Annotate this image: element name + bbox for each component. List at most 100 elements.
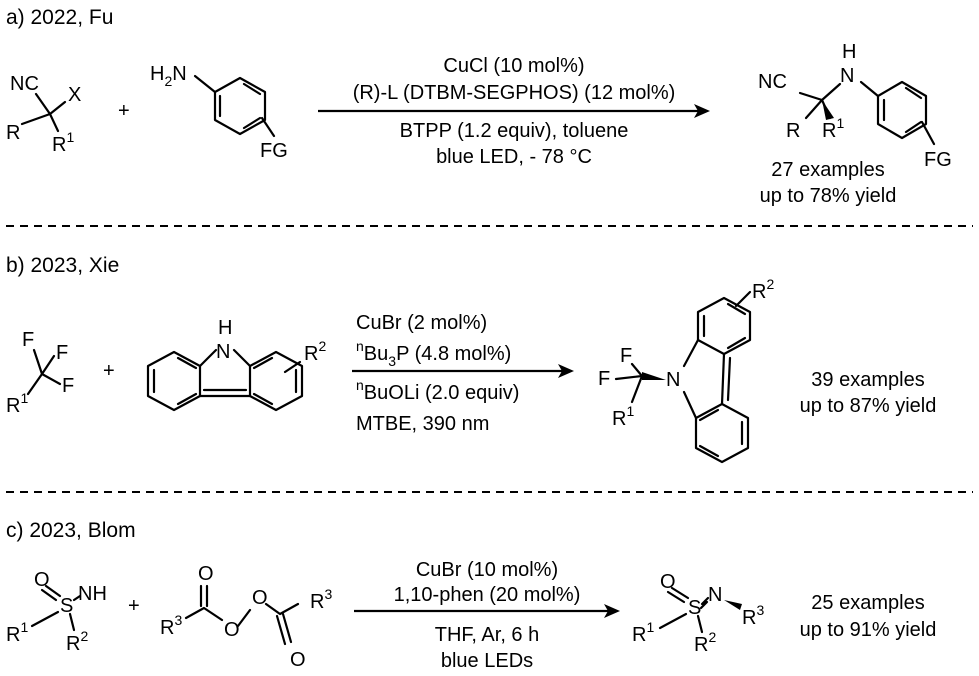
arrow-head: [558, 364, 574, 378]
panel-b-arrow: CuBr (2 mol%) nBu3P (4.8 mol%) nBuOLi (2…: [352, 312, 574, 435]
plus-sign: +: [128, 595, 140, 617]
atom-label: R: [786, 120, 800, 142]
arrow-head: [694, 104, 710, 118]
atom-label: R1: [822, 115, 844, 142]
bond-lines: [798, 82, 842, 120]
bond-lines: [859, 80, 880, 98]
pyrrole-bonds: [682, 338, 732, 420]
bond-lines: [184, 584, 300, 646]
panel-a: a) 2022, Fu NC X R R1 + H2N FG CuCl (10 …: [6, 6, 952, 207]
atom-label: F: [620, 345, 632, 367]
atom-label: R2: [694, 629, 716, 656]
benzene-ring: [248, 350, 304, 412]
atom-label: R1: [612, 403, 634, 430]
yield-text: up to 91% yield: [800, 619, 937, 641]
panel-b-product: F F R1 N R2: [598, 276, 774, 464]
atom-label: R3: [742, 602, 764, 629]
panel-a-arrow: CuCl (10 mol%) (R)-L (DTBM-SEGPHOS) (12 …: [318, 55, 710, 168]
atom-label: F: [598, 368, 610, 390]
atom-label: R2: [304, 338, 326, 365]
condition-line: (R)-L (DTBM-SEGPHOS) (12 mol%): [353, 82, 676, 104]
condition-line: CuBr (2 mol%): [356, 312, 487, 334]
condition-line: 1,10-phen (20 mol%): [394, 584, 581, 606]
atom-label: R3: [310, 586, 332, 613]
atom-label: O: [224, 619, 240, 641]
aromatic-bonds: [152, 356, 198, 406]
benzene-ring: [876, 80, 928, 140]
atom-label: R2: [66, 628, 88, 655]
condition-line: nBu3P (4.8 mol%): [356, 338, 511, 369]
bond-lines: [658, 586, 710, 634]
examples-count: 39 examples: [811, 369, 924, 391]
bond-lines: [20, 92, 67, 133]
atom-label: R: [6, 122, 20, 144]
bond-lines: [920, 120, 936, 146]
atom-label: H2N: [150, 63, 187, 89]
atom-label: N: [666, 369, 680, 391]
atom-label: F: [62, 375, 74, 397]
bond-lines: [283, 360, 302, 374]
bond-lines: [26, 348, 62, 396]
plus-sign: +: [118, 100, 130, 122]
atom-label: O: [252, 587, 268, 609]
plus-sign: +: [103, 360, 115, 382]
bond-lines: [614, 362, 644, 404]
atom-label: O: [290, 649, 306, 671]
condition-line: CuCl (10 mol%): [443, 55, 584, 77]
atom-label: H: [842, 41, 856, 63]
aromatic-bonds: [252, 356, 298, 406]
atom-label: NC: [10, 73, 39, 95]
condition-line: blue LEDs: [441, 650, 533, 672]
atom-label: X: [68, 84, 81, 106]
pyrrole-bonds: [198, 348, 252, 398]
atom-label: S: [60, 595, 73, 617]
atom-label: N: [840, 65, 854, 87]
aromatic-bonds: [218, 82, 262, 130]
atom-label: R1: [6, 390, 28, 417]
panel-c-header: c) 2023, Blom: [6, 519, 136, 542]
atom-label: H: [218, 317, 232, 339]
condition-line: MTBE, 390 nm: [356, 413, 489, 435]
panel-c-peroxide: R3 O O O O R3: [160, 563, 332, 671]
condition-line: nBuOLi (2.0 equiv): [356, 377, 519, 404]
bond-lines: [30, 584, 82, 632]
panel-b-carbazole: H N R2: [146, 317, 326, 412]
bond-lines: [193, 74, 217, 94]
wedge-bond: [822, 100, 834, 120]
condition-line: CuBr (10 mol%): [416, 559, 558, 581]
wedge-bond: [642, 372, 666, 380]
atom-label: NH: [78, 583, 107, 605]
condition-line: blue LED, - 78 °C: [436, 146, 592, 168]
atom-label: F: [56, 342, 68, 364]
atom-label: F: [22, 329, 34, 351]
atom-label: FG: [924, 149, 952, 171]
panel-a-alkyl-halide: NC X R R1: [6, 73, 81, 156]
atom-label: NC: [758, 71, 787, 93]
benzene-ring: [694, 402, 750, 464]
atom-label: S: [688, 597, 701, 619]
aromatic-bonds: [882, 86, 923, 134]
atom-label: R1: [632, 619, 654, 646]
panel-c: c) 2023, Blom O S NH R1 R2 + R3 O O O O …: [6, 519, 936, 672]
panel-b-trifluoromethyl: F F F R1: [6, 329, 74, 417]
panel-b: b) 2023, Xie F F F R1 + H N R2 CuBr (2 m…: [6, 254, 937, 464]
panel-a-aniline: H2N FG: [150, 63, 288, 162]
arrow-head: [604, 604, 620, 618]
bond-lines: [734, 290, 752, 308]
atom-label: R1: [6, 619, 28, 646]
examples-count: 25 examples: [811, 592, 924, 614]
benzene-ring: [696, 296, 752, 356]
benzene-ring: [146, 350, 202, 412]
atom-label: R3: [160, 612, 182, 639]
atom-label: R1: [52, 129, 74, 156]
aromatic-bonds: [702, 302, 747, 350]
atom-label: R2: [752, 276, 774, 303]
condition-line: THF, Ar, 6 h: [435, 624, 539, 646]
panel-b-header: b) 2023, Xie: [6, 254, 119, 277]
aromatic-bonds: [698, 408, 744, 458]
panel-a-header: a) 2022, Fu: [6, 6, 113, 29]
wedge-bond: [724, 600, 742, 610]
atom-label: N: [708, 584, 722, 606]
yield-text: up to 87% yield: [800, 395, 937, 417]
